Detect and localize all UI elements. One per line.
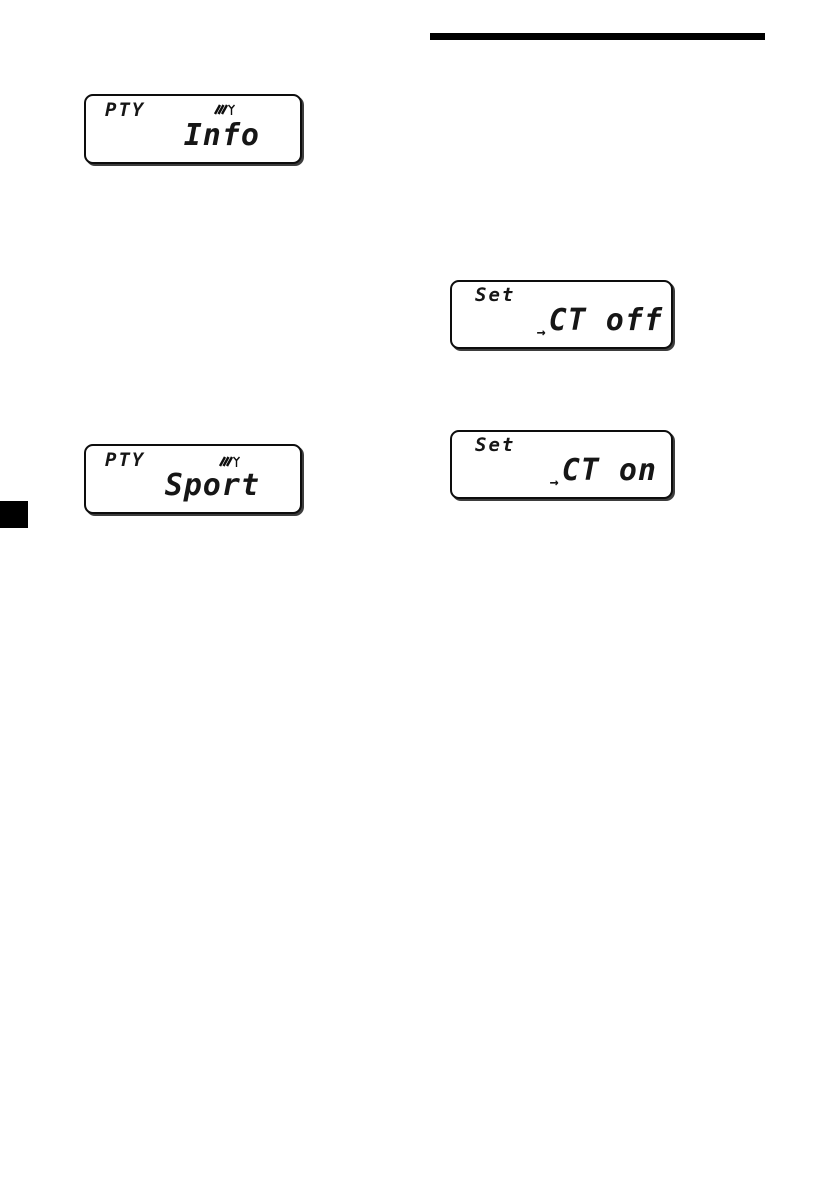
lcd-display-pty-info: PTY Info [84,94,302,164]
page-edge-tab [0,501,28,528]
section-header-bar [430,33,765,40]
lcd-display-set-ct-on: Set →CT on [450,430,673,499]
lcd-display-set-ct-off: Set →CT off [450,280,673,349]
lcd-value-text: Info [183,118,260,153]
lcd-mode-label: Set [475,284,516,306]
lcd-value-text: →CT off [537,303,663,342]
lcd-value: CT off [548,303,663,338]
arrow-icon: → [549,473,559,491]
signal-antenna-icon [213,103,237,116]
lcd-value: CT on [561,453,657,488]
lcd-mode-label: PTY [105,449,146,471]
lcd-display-pty-sport: PTY Sport [84,444,302,514]
lcd-value-text: Sport [164,468,260,503]
signal-antenna-icon [218,455,242,468]
lcd-mode-label: PTY [105,99,146,121]
lcd-value-text: →CT on [550,453,657,492]
arrow-icon: → [536,323,546,341]
lcd-mode-label: Set [475,434,516,456]
